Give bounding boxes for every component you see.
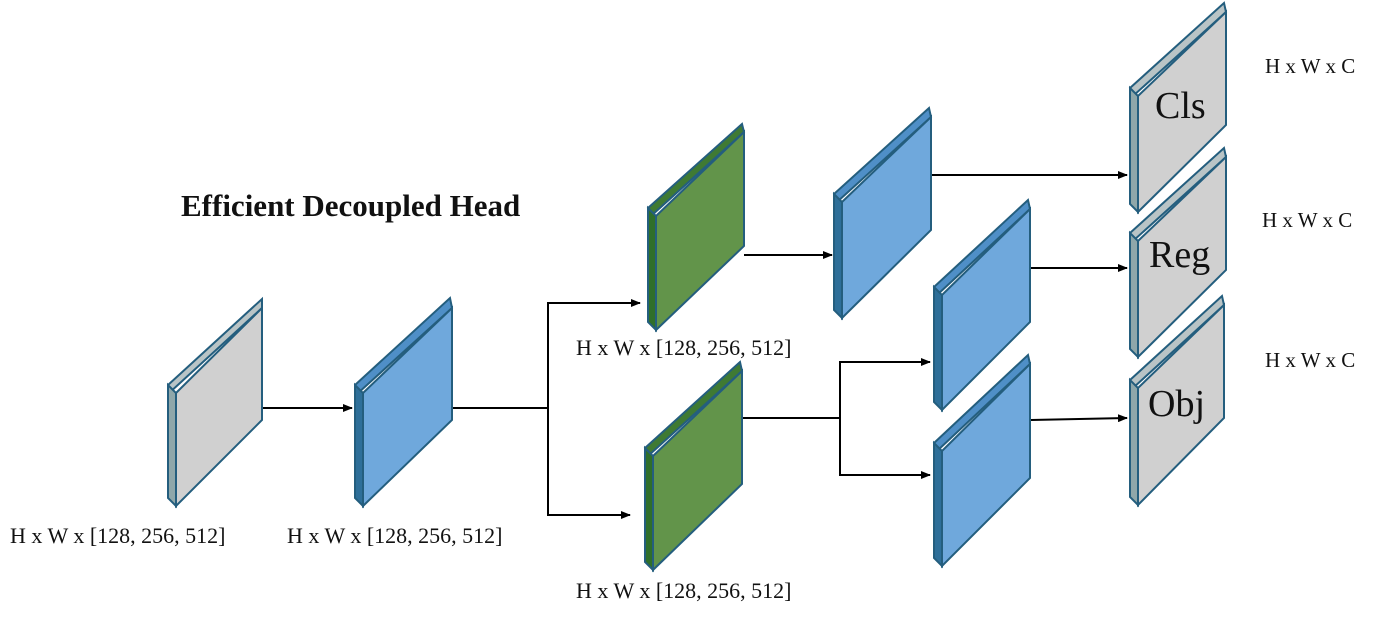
reg-branch-dim-label: H x W x [128, 256, 512] (576, 578, 792, 603)
arrow-split-to-obj-conv (839, 418, 931, 479)
input-dim-label: H x W x [128, 256, 512] (10, 523, 226, 548)
obj-out-dim-label: H x W x C (1265, 348, 1356, 372)
stem-dim-label: H x W x [128, 256, 512] (287, 523, 503, 548)
reg-out-dim-label: H x W x C (1262, 208, 1353, 232)
arrow-split-to-reg-branch (547, 408, 631, 519)
input-feature-map (167, 296, 263, 509)
obj-conv-feature-map (932, 353, 1032, 569)
arrow-split-to-reg-conv (839, 358, 931, 418)
connectors (263, 171, 1128, 519)
diagram-title: Efficient Decoupled Head (181, 188, 521, 223)
obj-output-label: Obj (1148, 383, 1205, 425)
reg-output-map (1128, 146, 1228, 360)
reg-branch-feature-map (643, 360, 744, 573)
reg-output-label: Reg (1149, 234, 1211, 276)
cls-out-dim-label: H x W x C (1265, 54, 1356, 78)
arrow-split-to-cls-branch (547, 299, 641, 408)
cls-conv-feature-map (832, 106, 933, 321)
stem-feature-map (353, 296, 454, 509)
cls-output-map (1128, 1, 1228, 215)
arrow-obj-conv-to-output (1030, 414, 1128, 423)
cls-branch-dim-label: H x W x [128, 256, 512] (576, 335, 792, 360)
cls-branch-feature-map (646, 122, 746, 333)
obj-output-map (1128, 294, 1226, 508)
cls-output-label: Cls (1155, 85, 1206, 127)
reg-conv-feature-map (932, 198, 1032, 413)
